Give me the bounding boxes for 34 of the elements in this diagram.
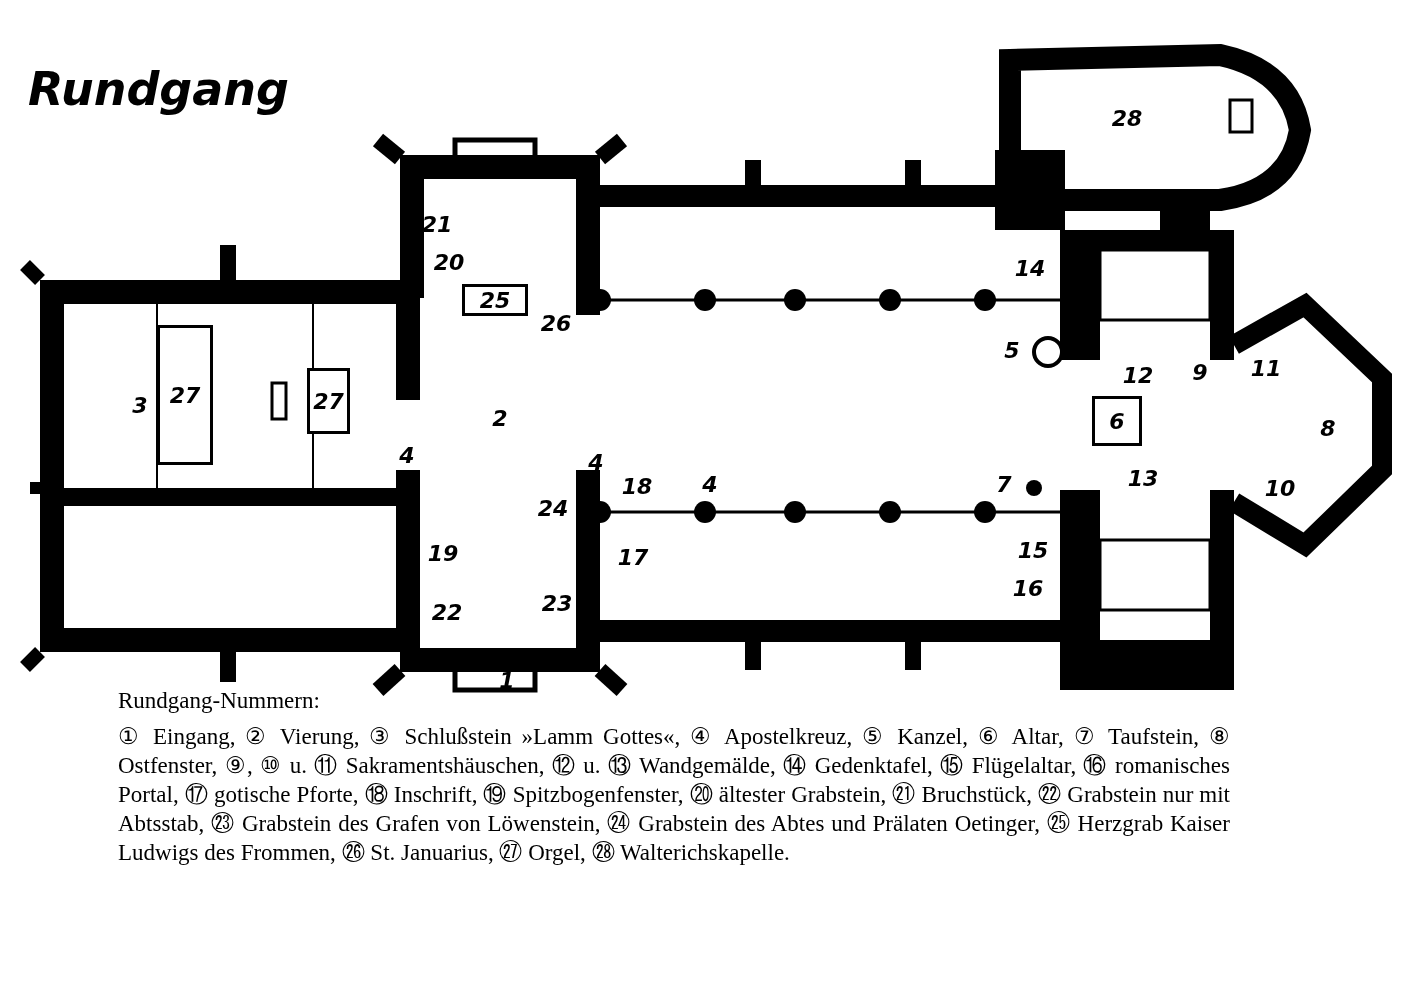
callout-number: 18 <box>621 473 653 499</box>
callout-number: 9 <box>1192 359 1208 385</box>
callout-number: 4 <box>399 442 415 468</box>
callout-number: 10 <box>1264 475 1296 501</box>
legend-heading: Rundgang-Nummern: <box>118 688 320 714</box>
callout-number: 11 <box>1250 355 1282 381</box>
callout-number: 2 <box>492 405 508 431</box>
callout-number: 24 <box>537 495 569 521</box>
callout-number: 13 <box>1127 465 1159 491</box>
callout-number: 17 <box>617 544 649 570</box>
callout-number: 4 <box>702 471 718 497</box>
legend-text: ① Eingang, ② Vierung, ③ Schlußstein »Lamm Gottes«, ④ Apostelkreuz, ⑤ Kanzel, ⑥ Altar, ⑦ Taufstein, ⑧ Ostfenster, ⑨, ⑩ u. ⑪ Sakramentshäuschen, ⑫ u. ⑬ Wandgemälde, ⑭ Gedenktafel, ⑮ Flügelaltar, ⑯ romanisches Portal, ⑰ gotische Pforte, ⑱ Inschrift, ⑲ Spitzbogenfenster, ⑳ ältester Grabstein, ㉑ Bruchstück, ㉒ Grabstein nur mit Abtsstab, ㉓ Grabstein des Grafen von Löwenstein, ㉔ Grabstein des Abtes und Prälaten Oetinger, ㉕ Herzgrab Kaiser Ludwigs des Frommen, ㉖ St. Januarius, ㉗ Orgel, ㉘ Walterichskapelle. <box>118 723 1230 867</box>
callout-number: 5 <box>1004 337 1020 363</box>
callout-number: 1 <box>499 667 515 693</box>
numbered-box: 6 <box>1092 396 1142 446</box>
callout-number: 16 <box>1012 575 1044 601</box>
callout-number: 23 <box>541 590 573 616</box>
callout-number: 22 <box>431 599 463 625</box>
callout-number: 21 <box>421 211 453 237</box>
callout-number: 15 <box>1017 537 1049 563</box>
numbered-box: 25 <box>462 284 528 316</box>
callout-number: 19 <box>427 540 459 566</box>
title: Rundgang <box>28 62 289 116</box>
numbered-box: 27 <box>157 325 213 465</box>
callout-number: 4 <box>588 449 604 475</box>
numbered-box: 27 <box>307 368 350 434</box>
callout-number: 12 <box>1122 362 1154 388</box>
callout-number: 8 <box>1320 415 1336 441</box>
callout-number: 3 <box>132 392 148 418</box>
callout-number: 28 <box>1111 105 1143 131</box>
callout-number: 7 <box>996 471 1012 497</box>
callout-number: 26 <box>540 310 572 336</box>
callout-number: 20 <box>433 249 465 275</box>
callout-number: 14 <box>1014 255 1046 281</box>
